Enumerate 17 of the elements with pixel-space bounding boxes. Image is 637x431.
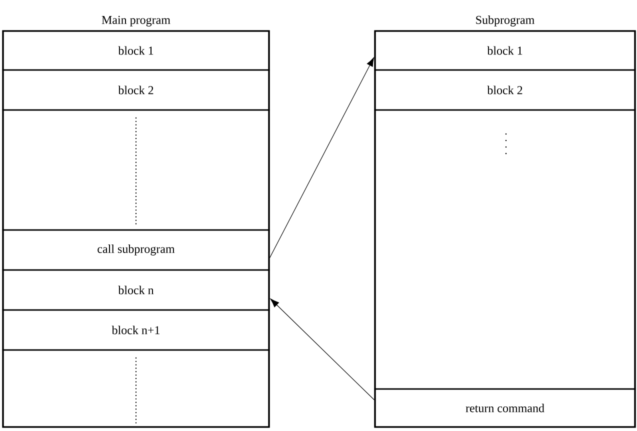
program-block: block 1 (374, 30, 636, 71)
arrow (269, 57, 374, 258)
column-heading: Main program (102, 16, 170, 26)
empty-block (374, 109, 636, 390)
program-block: block n (2, 269, 270, 311)
program-block: call subprogram (2, 229, 270, 271)
column-heading: Subprogram (476, 16, 534, 26)
program-block: block 2 (374, 69, 636, 111)
empty-block (2, 349, 270, 428)
program-block: block n+1 (2, 309, 270, 351)
program-column (374, 16, 636, 428)
program-block: block 1 (2, 30, 270, 71)
arrow (270, 298, 375, 400)
program-block: block 2 (2, 69, 270, 111)
program-column (2, 16, 270, 428)
program-block: return command (374, 388, 636, 428)
empty-block (2, 109, 270, 231)
